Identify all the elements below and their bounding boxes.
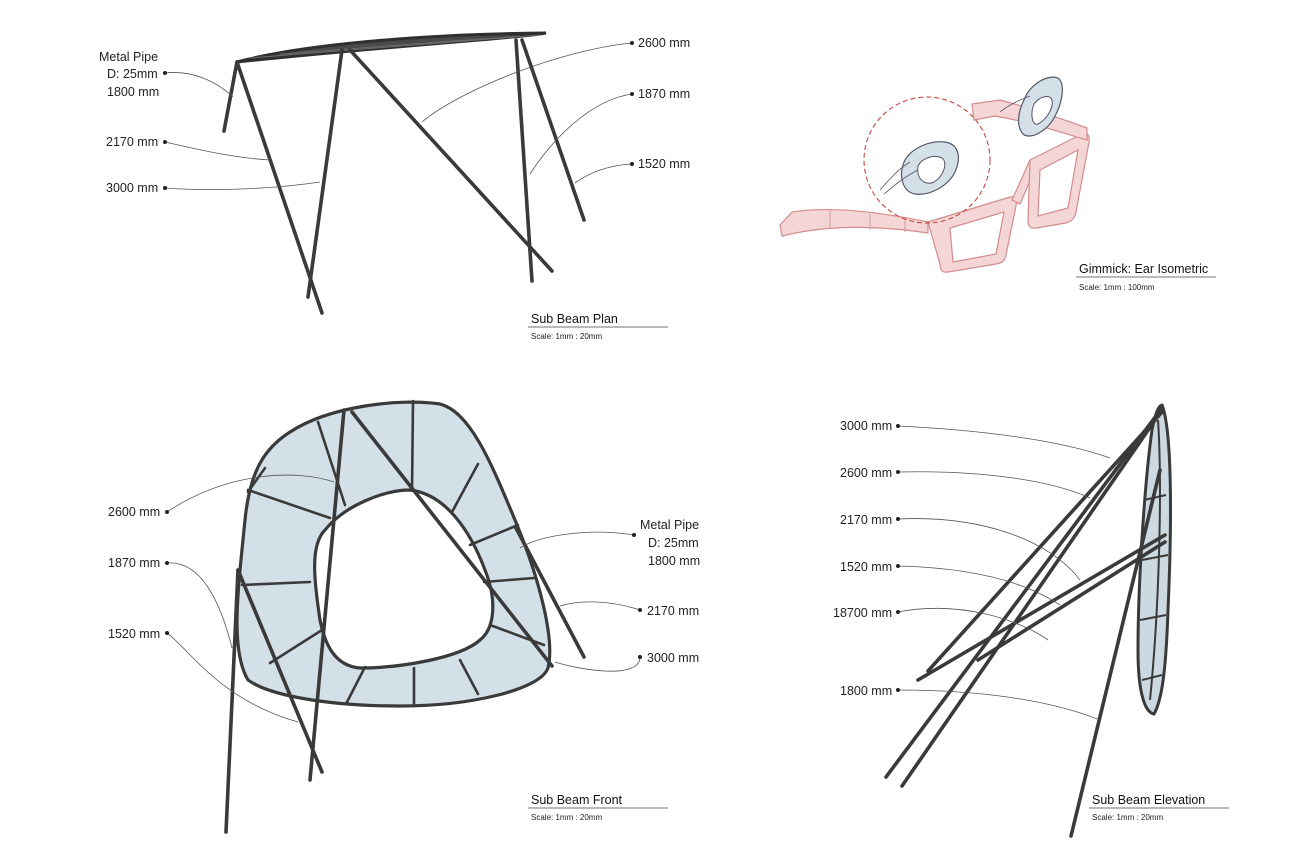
plan-scale: Scale: 1mm : 20mm xyxy=(531,332,602,341)
sub-beam-front-view: 2600 mm 1870 mm 1520 mm Metal Pipe D: 25… xyxy=(108,399,700,834)
front-panel-ribs xyxy=(240,399,546,708)
plan-label-1870: 1870 mm xyxy=(638,87,690,101)
sub-beam-elevation-view: 3000 mm 2600 mm 2170 mm 1520 mm 18700 mm… xyxy=(833,403,1229,838)
plan-pipes xyxy=(222,38,586,315)
front-pipes xyxy=(224,408,586,834)
elevation-label-2170: 2170 mm xyxy=(840,513,892,527)
elevation-pipes xyxy=(884,406,1167,838)
plan-label-1800: 1800 mm xyxy=(107,85,159,99)
plan-label-3000: 3000 mm xyxy=(106,181,158,195)
ear-title: Gimmick: Ear Isometric xyxy=(1079,262,1208,276)
plan-label-1520: 1520 mm xyxy=(638,157,690,171)
elevation-title: Sub Beam Elevation xyxy=(1092,793,1205,807)
plan-label-2170: 2170 mm xyxy=(106,135,158,149)
glasses-model xyxy=(779,76,1090,273)
sub-beam-plan-view: Metal Pipe D: 25mm 1800 mm 2170 mm 3000 … xyxy=(99,31,690,341)
front-label-3000: 3000 mm xyxy=(647,651,699,665)
elevation-label-18700: 18700 mm xyxy=(833,606,892,620)
ear-scale: Scale: 1mm : 100mm xyxy=(1079,283,1155,292)
plan-label-diameter: D: 25mm xyxy=(107,67,158,81)
elevation-label-1520: 1520 mm xyxy=(840,560,892,574)
plan-label-metal-pipe: Metal Pipe xyxy=(99,50,158,64)
elevation-label-2600: 2600 mm xyxy=(840,466,892,480)
front-label-metal-pipe: Metal Pipe xyxy=(640,518,699,532)
front-label-1520: 1520 mm xyxy=(108,627,160,641)
front-label-2600: 2600 mm xyxy=(108,505,160,519)
elevation-leaders xyxy=(896,424,1111,721)
elevation-label-1800: 1800 mm xyxy=(840,684,892,698)
elevation-label-3000: 3000 mm xyxy=(840,419,892,433)
plan-leaders xyxy=(163,41,634,190)
plan-title: Sub Beam Plan xyxy=(531,312,618,326)
plan-top-ring xyxy=(236,31,547,64)
front-label-1800: 1800 mm xyxy=(648,554,700,568)
front-label-1870: 1870 mm xyxy=(108,556,160,570)
front-label-2170: 2170 mm xyxy=(647,604,699,618)
plan-label-2600: 2600 mm xyxy=(638,36,690,50)
front-leaders xyxy=(165,474,642,723)
ear-isometric-view: Gimmick: Ear Isometric Scale: 1mm : 100m… xyxy=(779,76,1216,292)
front-label-diameter: D: 25mm xyxy=(648,536,699,550)
callout-circle xyxy=(863,96,991,224)
front-scale: Scale: 1mm : 20mm xyxy=(531,813,602,822)
front-title: Sub Beam Front xyxy=(531,793,623,807)
elevation-ring xyxy=(1136,403,1172,716)
elevation-scale: Scale: 1mm : 20mm xyxy=(1092,813,1163,822)
front-panel-ring xyxy=(235,400,552,708)
